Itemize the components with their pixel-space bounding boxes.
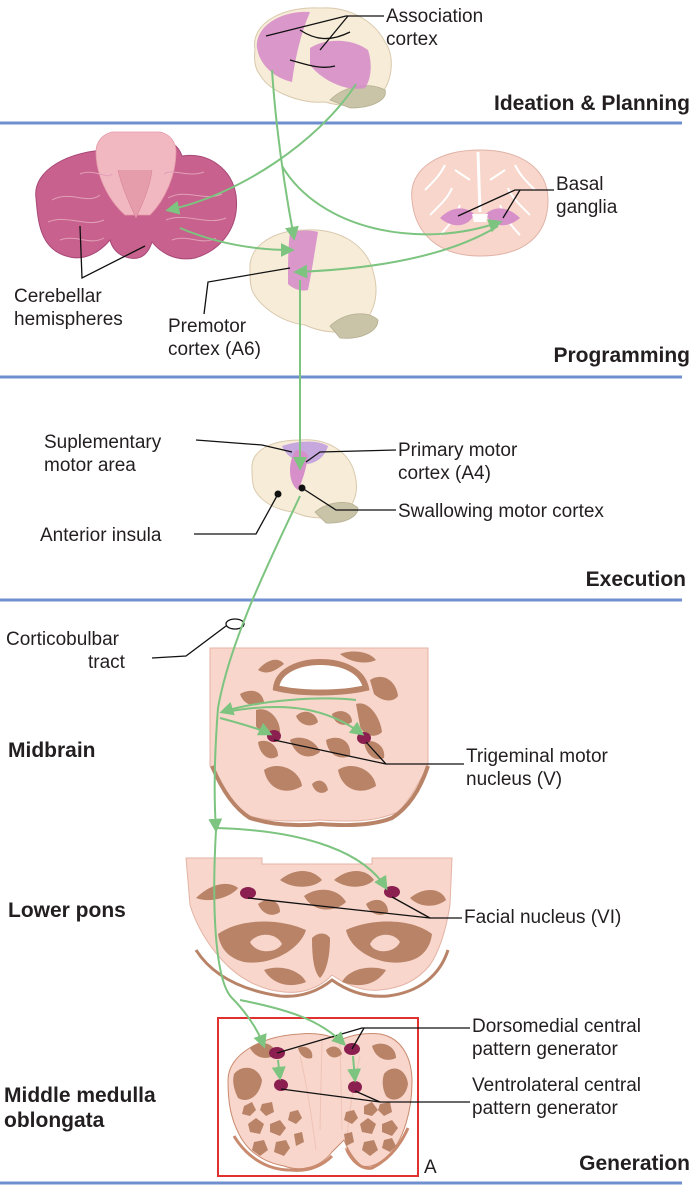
primary-motor-line2: cortex (A4) — [398, 463, 491, 484]
leader-primary-motor — [305, 449, 397, 463]
leader-basal-1 — [457, 189, 554, 217]
sma-line1: Suplementary — [44, 432, 162, 453]
region-label-medulla-line1: Middle medulla — [4, 1084, 156, 1107]
cerebellum — [35, 131, 238, 260]
ventrolateral-line2: pattern generator — [472, 1098, 618, 1119]
label-basal-ganglia: Basal ganglia — [457, 174, 618, 219]
arrow-dorsomedial-to-ventrolateral-right — [347, 1055, 362, 1083]
corticobulbar-line2: tract — [88, 652, 126, 673]
leader-premotor — [203, 267, 291, 315]
arrow-basal-ganglia-to-premotor — [293, 225, 499, 279]
stage-label-generation: Generation — [579, 1152, 690, 1175]
pathway-arrows — [165, 69, 503, 1083]
leader-facial-2 — [391, 896, 431, 919]
corticobulbar-line1: Corticobulbar — [6, 629, 120, 650]
leader-dorsomedial-1 — [276, 1027, 470, 1054]
ventrolateral-line1: Ventrolateral central — [472, 1075, 641, 1096]
leader-cerebellar — [79, 225, 146, 280]
label-dorsomedial-cpg: Dorsomedial central pattern generator — [276, 1016, 641, 1060]
arrow-to-trigeminal-right — [225, 705, 365, 736]
region-label-medulla-line2: oblongata — [4, 1109, 105, 1132]
arrow-association-to-basal-ganglia — [281, 165, 503, 236]
medulla-highlight-box — [217, 1017, 419, 1177]
arrow-to-dorsomedial-right — [239, 999, 346, 1046]
arrow-to-trigeminal-left — [219, 717, 273, 736]
panel-letter: A — [424, 1157, 437, 1178]
swallowing-motor-label: Swallowing motor cortex — [398, 501, 604, 522]
association-cortex-line1: Association — [386, 6, 483, 27]
arrow-corticobulbar-descending — [208, 495, 301, 833]
label-anterior-insula: Anterior insula — [40, 493, 279, 546]
label-premotor-cortex: Premotor cortex (A6) — [168, 267, 291, 360]
basal-ganglia-line2: ganglia — [556, 197, 618, 218]
trigeminal-line1: Trigeminal motor — [466, 746, 609, 767]
label-ventrolateral-cpg: Ventrolateral central pattern generator — [280, 1075, 641, 1119]
arrow-dorsomedial-to-ventrolateral-left — [271, 1059, 286, 1081]
dorsomedial-line2: pattern generator — [472, 1039, 618, 1060]
arrow-cerebellum-to-premotor — [179, 227, 295, 257]
cerebellar-line1: Cerebellar — [14, 286, 102, 307]
leader-trigeminal-2 — [365, 741, 387, 765]
leader-ventrolateral-2 — [354, 1090, 381, 1103]
label-facial-nucleus: Facial nucleus (VI) — [247, 896, 621, 928]
facial-nucleus-label: Facial nucleus (VI) — [464, 907, 621, 928]
arrow-association-to-cerebellum — [165, 83, 357, 215]
lower-pons-section — [185, 857, 453, 998]
medulla-section — [227, 1033, 413, 1172]
coronal-section — [411, 149, 549, 257]
label-corticobulbar-tract: Corticobulbar tract — [6, 618, 245, 673]
stage-label-ideation: Ideation & Planning — [494, 92, 690, 115]
arrow-to-dorsomedial-left — [213, 829, 267, 1049]
midbrain-section — [209, 647, 430, 828]
basal-ganglia-line1: Basal — [556, 174, 604, 195]
brain-premotor — [249, 229, 379, 339]
label-cerebellar-hemispheres: Cerebellar hemispheres — [14, 225, 146, 330]
arrow-return-to-tract — [219, 697, 357, 716]
leader-sma — [195, 439, 293, 453]
brain-association — [254, 7, 392, 109]
association-cortex-line2: cortex — [386, 29, 438, 50]
label-association-cortex: Association cortex — [265, 6, 483, 51]
primary-motor-line1: Primary motor — [398, 440, 518, 461]
label-swallowing-motor-cortex: Swallowing motor cortex — [301, 487, 604, 522]
leader-anterior-insula — [194, 493, 279, 535]
region-label-midbrain: Midbrain — [8, 739, 96, 762]
leader-swallowing-motor — [301, 487, 396, 511]
anterior-insula-label: Anterior insula — [40, 525, 162, 546]
leader-dorsomedial-2 — [351, 1027, 365, 1050]
label-primary-motor-cortex: Primary motor cortex (A4) — [305, 440, 518, 484]
stage-label-execution: Execution — [586, 568, 686, 591]
leader-corticobulbar — [151, 625, 227, 659]
premotor-line1: Premotor — [168, 316, 247, 337]
stage-separators — [0, 121, 682, 1185]
leader-association-2 — [319, 15, 349, 51]
leader-basal-2 — [502, 189, 521, 219]
region-label-lower-pons: Lower pons — [8, 899, 126, 922]
corticobulbar-marker — [225, 618, 245, 630]
label-middle-medulla: Middle medulla oblongata — [4, 1084, 156, 1132]
label-supplementary-motor-area: Suplementary motor area — [44, 432, 293, 476]
leader-association-1 — [265, 15, 384, 37]
stage-label-programming: Programming — [553, 344, 690, 367]
premotor-line2: cortex (A6) — [168, 339, 261, 360]
arrow-to-facial-nucleus — [215, 827, 388, 891]
label-trigeminal-motor-nucleus: Trigeminal motor nucleus (V) — [273, 739, 609, 790]
sma-line2: motor area — [44, 455, 136, 476]
cerebellar-line2: hemispheres — [14, 309, 123, 330]
dorsomedial-line1: Dorsomedial central — [472, 1016, 641, 1037]
trigeminal-line2: nucleus (V) — [466, 769, 562, 790]
